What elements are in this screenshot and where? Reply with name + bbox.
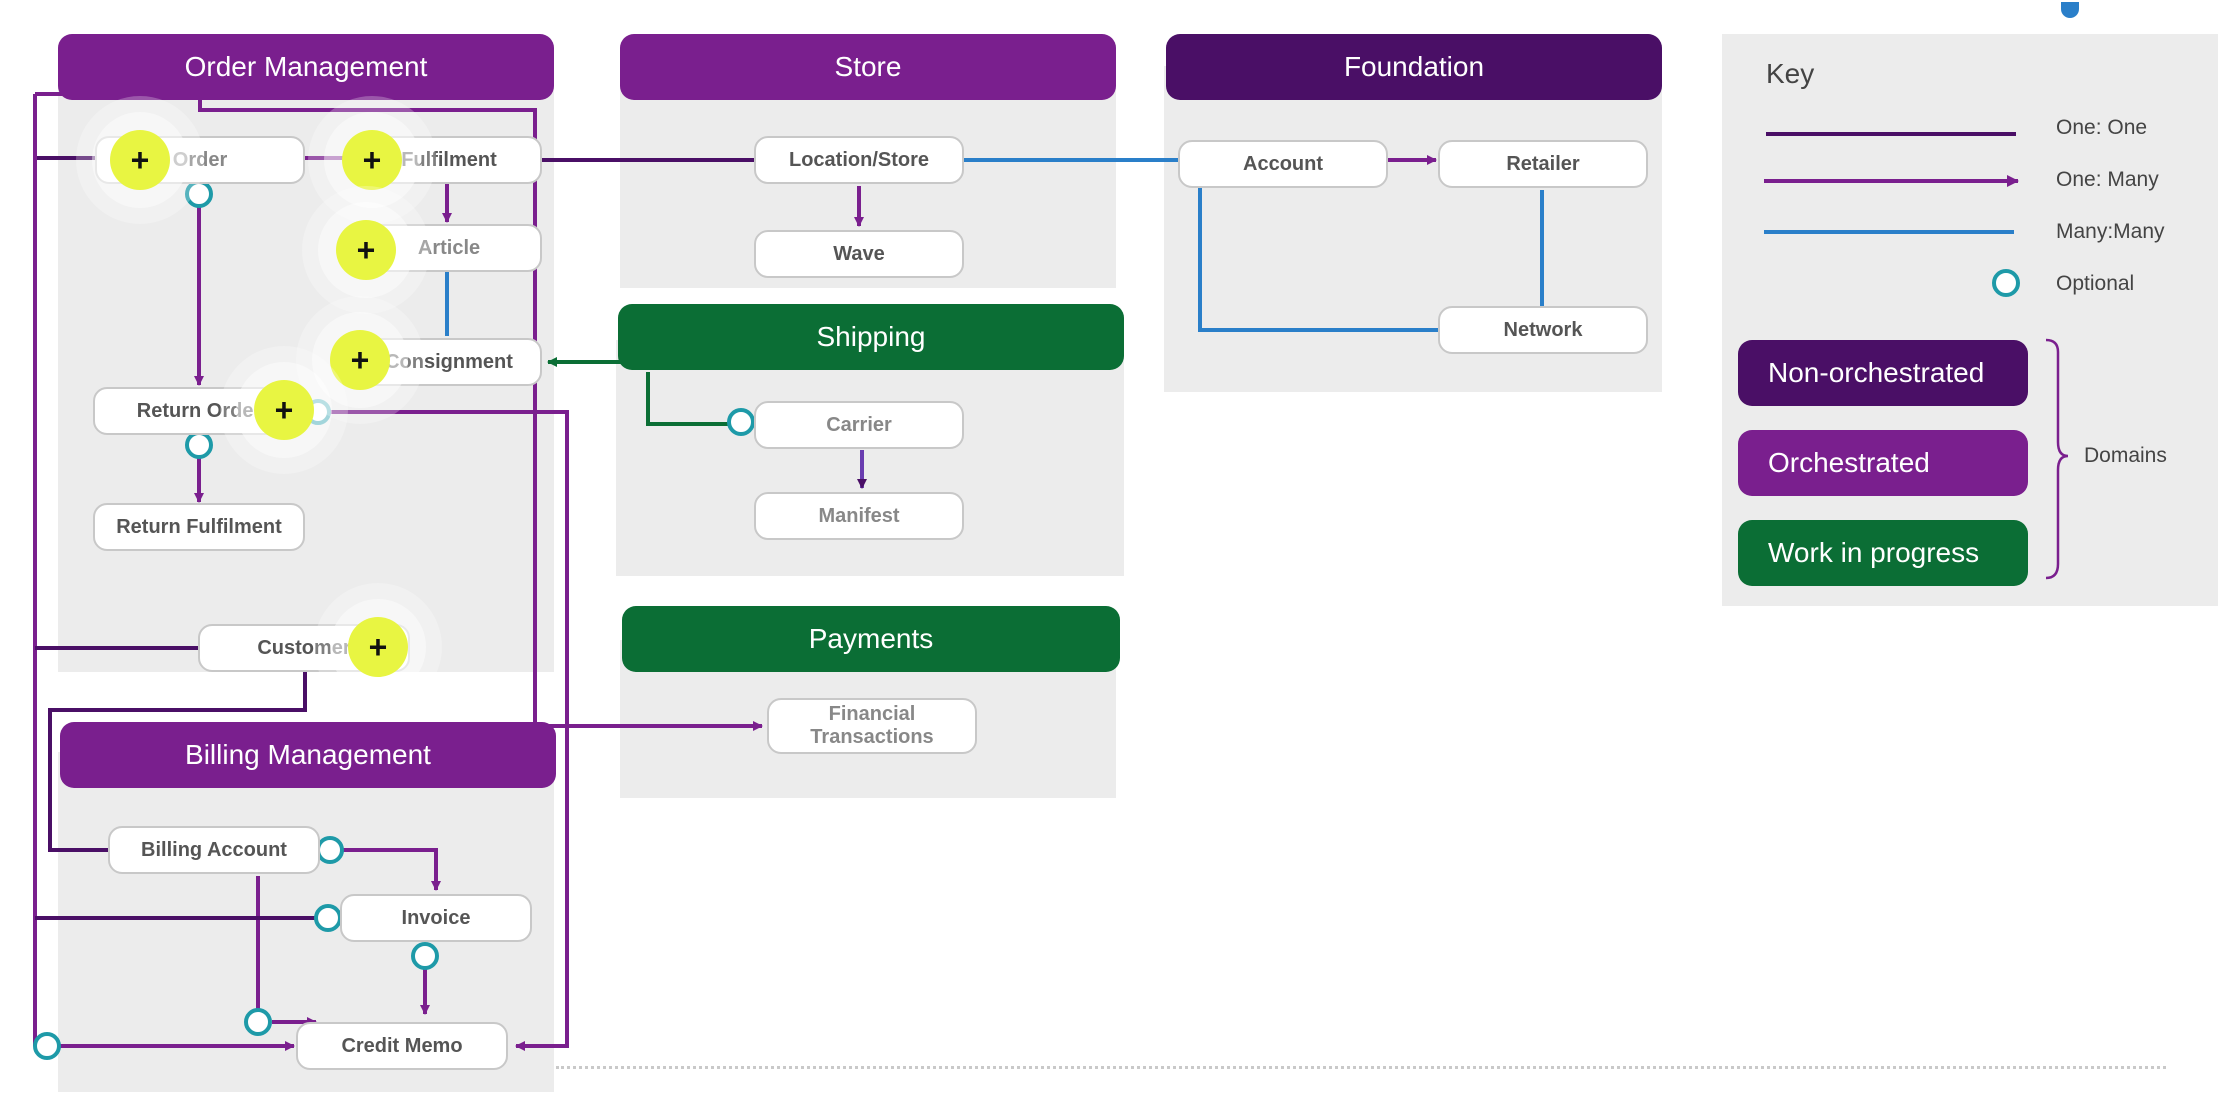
key-many-many-label: Many:Many (2056, 220, 2165, 243)
link-return-order-credit-memo (330, 410, 569, 1051)
optional-carrier (727, 408, 755, 436)
expand-fulfilment-button[interactable]: + (342, 130, 402, 190)
key-domains-label: Domains (2084, 444, 2167, 467)
key-panel (1722, 34, 2218, 606)
expand-customer-button[interactable]: + (348, 617, 408, 677)
expand-article-button[interactable]: + (336, 220, 396, 280)
foundation-header: Foundation (1166, 34, 1662, 100)
entity-retailer[interactable]: Retailer (1438, 140, 1648, 188)
link-customer-billing-account (48, 672, 307, 852)
entity-invoice[interactable]: Invoice (340, 894, 532, 942)
key-optional-label: Optional (2056, 272, 2135, 295)
key-title: Key (1766, 58, 1815, 89)
legend-orchestrated: Orchestrated (1738, 430, 2028, 496)
corner-dot-icon (2061, 2, 2079, 18)
entity-account[interactable]: Account (1178, 140, 1388, 188)
entity-billing-account[interactable]: Billing Account (108, 826, 320, 874)
entity-carrier[interactable]: Carrier (754, 401, 964, 449)
entity-return-fulfilment[interactable]: Return Fulfilment (93, 503, 305, 551)
bottom-dotted-divider (556, 1066, 2166, 1069)
key-one-many-label: One: Many (2056, 168, 2159, 191)
entity-location-store[interactable]: Location/Store (754, 136, 964, 184)
link-location-network (964, 158, 1440, 332)
order-management-header: Order Management (58, 34, 554, 100)
entity-credit-memo[interactable]: Credit Memo (296, 1022, 508, 1070)
legend-non-orchestrated: Non-orchestrated (1738, 340, 2028, 406)
expand-order-button[interactable]: + (110, 130, 170, 190)
link-billing-account-invoice (342, 848, 441, 891)
payments-header: Payments (622, 606, 1120, 672)
shipping-header: Shipping (618, 304, 1124, 370)
entity-financial-transactions[interactable]: Financial Transactions (767, 698, 977, 754)
optional-credit-memo-left (244, 1008, 272, 1036)
store-header: Store (620, 34, 1116, 100)
key-one-one-label: One: One (2056, 116, 2148, 139)
key-domains-brace (2045, 338, 2069, 580)
key-optional-circle (1992, 269, 2020, 297)
billing-management-header: Billing Management (60, 722, 556, 788)
expand-return-order-button[interactable]: + (254, 380, 314, 440)
entity-manifest[interactable]: Manifest (754, 492, 964, 540)
link-shipping-carrier (646, 372, 728, 426)
expand-consignment-button[interactable]: + (330, 330, 390, 390)
optional-invoice-bottom (411, 942, 439, 970)
optional-outer-credit-memo (33, 1032, 61, 1060)
legend-work-in-progress: Work in progress (1738, 520, 2028, 586)
entity-network[interactable]: Network (1438, 306, 1648, 354)
entity-wave[interactable]: Wave (754, 230, 964, 278)
